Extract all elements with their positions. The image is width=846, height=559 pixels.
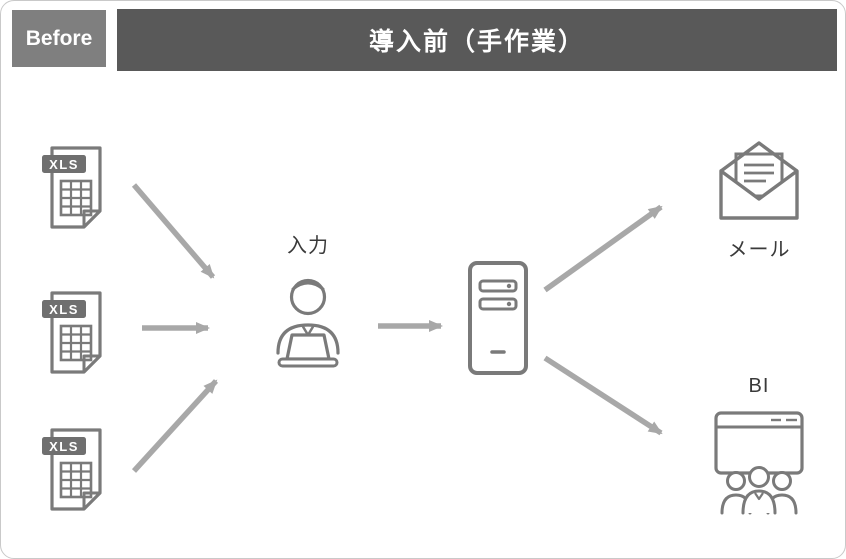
input-label: 入力 xyxy=(287,235,329,257)
table-grid xyxy=(59,324,93,362)
person-head xyxy=(289,278,327,316)
arrow-server-to-mail xyxy=(543,204,663,293)
server-icon xyxy=(468,261,528,375)
bi-dashboard-icon xyxy=(714,411,804,515)
xls-badge-label: XLS xyxy=(49,302,79,317)
xls-file-icon: XLS xyxy=(42,146,102,229)
laptop-base xyxy=(277,357,339,368)
server-slot-led xyxy=(506,283,512,289)
browser-window xyxy=(714,411,804,475)
table-grid xyxy=(59,461,93,499)
envelope-flap xyxy=(719,141,799,173)
xls-badge xyxy=(42,437,86,455)
person-hair xyxy=(291,281,325,291)
before-badge: Before xyxy=(12,10,106,67)
xls-badge xyxy=(42,155,86,173)
person-operator-icon xyxy=(276,278,340,368)
envelope-front xyxy=(719,169,799,220)
bi-label: BI xyxy=(748,375,770,397)
arrow-xls1-to-person xyxy=(131,183,216,279)
server-slot xyxy=(478,279,518,293)
xls-badge-label: XLS xyxy=(49,157,79,172)
xls-badge xyxy=(42,300,86,318)
mail-icon xyxy=(719,141,799,220)
xls-badge-label: XLS xyxy=(49,439,79,454)
diagram-title: 導入前（手作業） xyxy=(117,9,837,71)
paper-fold xyxy=(82,354,100,372)
xls-file-icon: XLS xyxy=(42,428,102,511)
xls-file-icon: XLS xyxy=(42,291,102,374)
paper-fold xyxy=(82,491,100,509)
server-slot xyxy=(478,297,518,311)
laptop-screen xyxy=(285,333,331,361)
server-slot-led xyxy=(506,301,512,307)
paper-fold xyxy=(82,209,100,227)
user-group xyxy=(720,466,798,515)
table-grid xyxy=(59,179,93,217)
arrow-xls3-to-person xyxy=(131,379,219,473)
mail-label: メール xyxy=(727,239,791,261)
arrow-server-to-bi xyxy=(543,355,663,436)
